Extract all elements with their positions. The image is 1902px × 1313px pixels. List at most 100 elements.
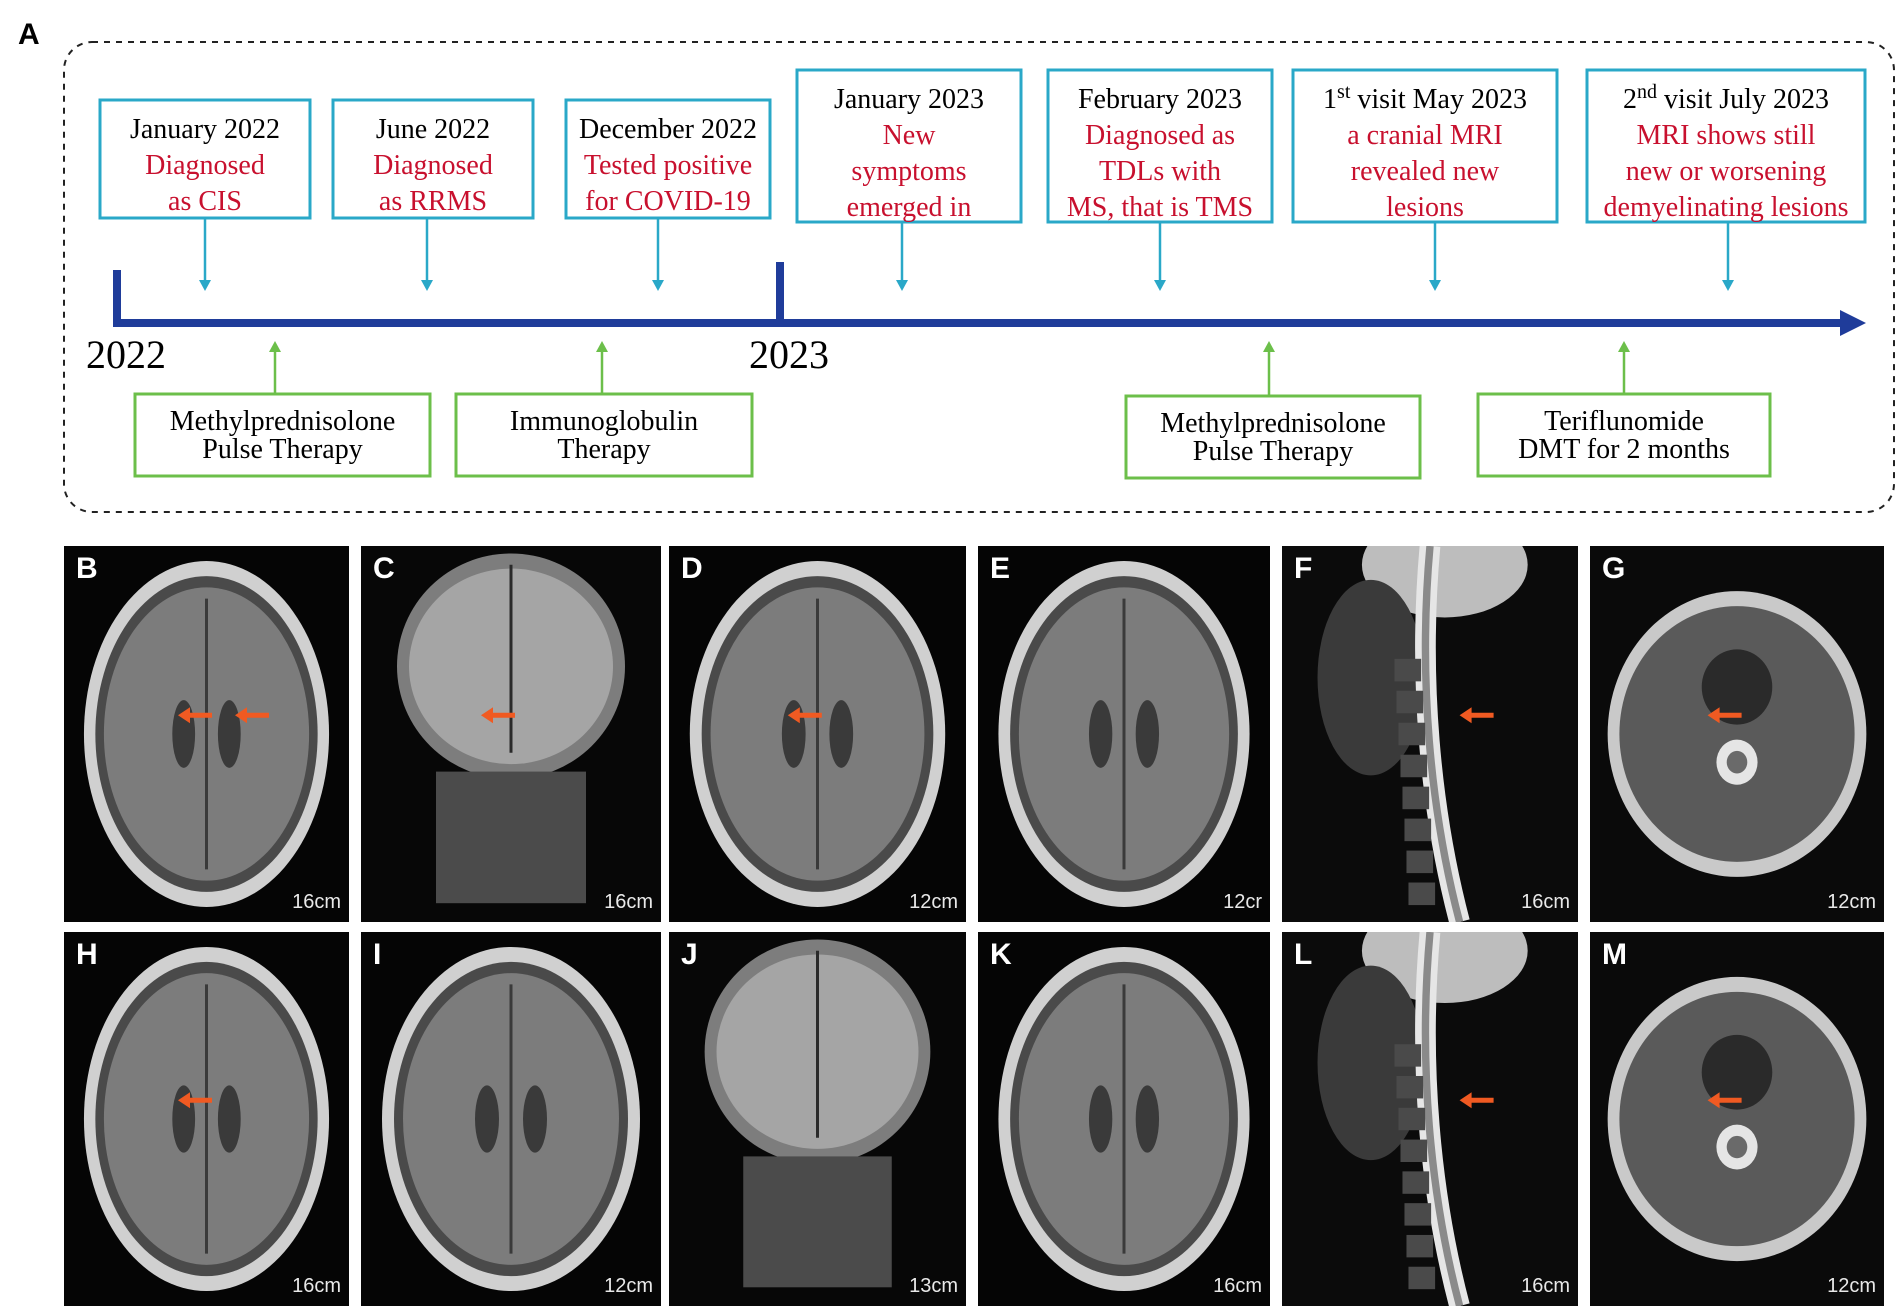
mri-panel-label: M xyxy=(1602,938,1627,971)
mri-scale-label: 16cm xyxy=(1521,891,1570,913)
mri-scan-image xyxy=(1590,546,1884,922)
event-description: a cranial MRI xyxy=(1347,120,1503,151)
mri-scan-image xyxy=(978,546,1270,922)
event-date: 1st visit May 2023 xyxy=(1323,81,1527,115)
mri-panel-label: F xyxy=(1294,552,1313,585)
mri-scale-label: 12cm xyxy=(1827,891,1876,913)
event-date: January 2022 xyxy=(130,114,280,145)
lesion-arrow-marker xyxy=(787,707,822,724)
mri-panel-j: J 13cm xyxy=(669,932,966,1306)
lesion-arrow-marker xyxy=(1459,707,1494,724)
lesion-arrow-marker xyxy=(481,707,515,724)
event-description: emerged in xyxy=(847,192,972,223)
event-description: for COVID-19 xyxy=(585,186,751,217)
event-description: lesions xyxy=(1386,192,1464,223)
event-description: symptoms xyxy=(851,156,966,187)
event-box-6: 1st visit May 2023 a cranial MRI revealed … xyxy=(1291,68,1559,224)
timeline-arrowhead xyxy=(1840,310,1866,336)
event-connector-head xyxy=(652,280,664,291)
event-connector-head xyxy=(1429,280,1441,291)
mri-scan-image xyxy=(978,932,1270,1306)
timeline-frame xyxy=(63,41,1895,513)
treatment-connector-head xyxy=(269,341,281,352)
mri-scan-image xyxy=(1282,546,1578,922)
year-label-2022: 2022 xyxy=(86,332,166,377)
mri-scan-image xyxy=(64,932,349,1306)
event-description: new or worsening xyxy=(1626,156,1827,187)
year-label-2023: 2023 xyxy=(749,332,829,377)
treatment-text: Pulse Therapy xyxy=(202,434,362,465)
event-date: February 2023 xyxy=(1078,84,1242,115)
mri-panel-label: L xyxy=(1294,938,1313,971)
mri-scan-image xyxy=(361,546,661,922)
event-description: revealed new xyxy=(1351,156,1500,187)
event-description: Tested positive xyxy=(584,150,752,181)
mri-scan-image xyxy=(64,546,349,922)
treatment-connector-head xyxy=(1618,341,1630,352)
lesion-arrow-marker xyxy=(1459,1092,1494,1109)
event-description: Diagnosed as xyxy=(1085,120,1235,151)
mri-panel-label: G xyxy=(1602,552,1626,585)
mri-scan-image xyxy=(1282,932,1578,1306)
mri-panel-label: E xyxy=(990,552,1011,585)
mri-scale-label: 12cm xyxy=(1827,1275,1876,1297)
mri-scale-label: 12cm xyxy=(604,1275,653,1297)
mri-scale-label: 13cm xyxy=(909,1275,958,1297)
mri-panel-label: D xyxy=(681,552,703,585)
mri-scan-image xyxy=(669,546,966,922)
mri-panel-e: E 12cr xyxy=(978,546,1270,922)
mri-panel-c: C 16cm xyxy=(361,546,661,922)
mri-panel-label: J xyxy=(681,938,698,971)
mri-panel-h: H 16cm xyxy=(64,932,349,1306)
mri-scan-image xyxy=(1590,932,1884,1306)
mri-panel-label: H xyxy=(76,938,98,971)
mri-panel-m: M 12cm xyxy=(1590,932,1884,1306)
mri-panel-i: I 12cm xyxy=(361,932,661,1306)
treatment-text: DMT for 2 months xyxy=(1518,434,1730,465)
event-connector-head xyxy=(1722,280,1734,291)
mri-scale-label: 12cr xyxy=(1223,891,1262,913)
treatment-text: Pulse Therapy xyxy=(1193,436,1353,467)
mri-panel-label: I xyxy=(373,938,382,971)
event-description: MS, that is TMS xyxy=(1067,192,1253,223)
mri-panel-f: F 16cm xyxy=(1282,546,1578,922)
mri-panel-l: L 16cm xyxy=(1282,932,1578,1306)
event-connector-head xyxy=(896,280,908,291)
event-date: 2nd visit July 2023 xyxy=(1623,81,1829,115)
treatment-text: Methylprednisolone xyxy=(1160,408,1386,439)
mri-scale-label: 12cm xyxy=(909,891,958,913)
event-description: MRI shows still xyxy=(1637,120,1816,151)
treatment-text: Methylprednisolone xyxy=(170,406,396,437)
lesion-arrow-marker xyxy=(1707,1092,1742,1109)
mri-scale-label: 16cm xyxy=(1213,1275,1262,1297)
lesion-arrow-marker xyxy=(1707,707,1742,724)
event-connector-head xyxy=(199,280,211,291)
treatment-text: Therapy xyxy=(557,434,650,465)
treatment-text: Immunoglobulin xyxy=(510,406,698,437)
mri-scale-label: 16cm xyxy=(292,1275,341,1297)
treatment-text: Teriflunomide xyxy=(1544,406,1704,437)
event-description: Diagnosed xyxy=(373,150,493,181)
treatment-connector-head xyxy=(596,341,608,352)
mri-scale-label: 16cm xyxy=(1521,1275,1570,1297)
mri-panel-label: C xyxy=(373,552,395,585)
event-date: December 2022 xyxy=(579,114,757,145)
lesion-arrow-marker xyxy=(178,707,212,724)
lesion-arrow-marker xyxy=(178,1092,212,1109)
event-description: New xyxy=(883,120,937,151)
event-description: as CIS xyxy=(168,186,242,217)
lesion-arrow-marker xyxy=(235,707,269,724)
mri-scale-label: 16cm xyxy=(604,891,653,913)
mri-scan-image xyxy=(669,932,966,1306)
event-connector-head xyxy=(1154,280,1166,291)
panel-label-a: A xyxy=(18,18,40,51)
